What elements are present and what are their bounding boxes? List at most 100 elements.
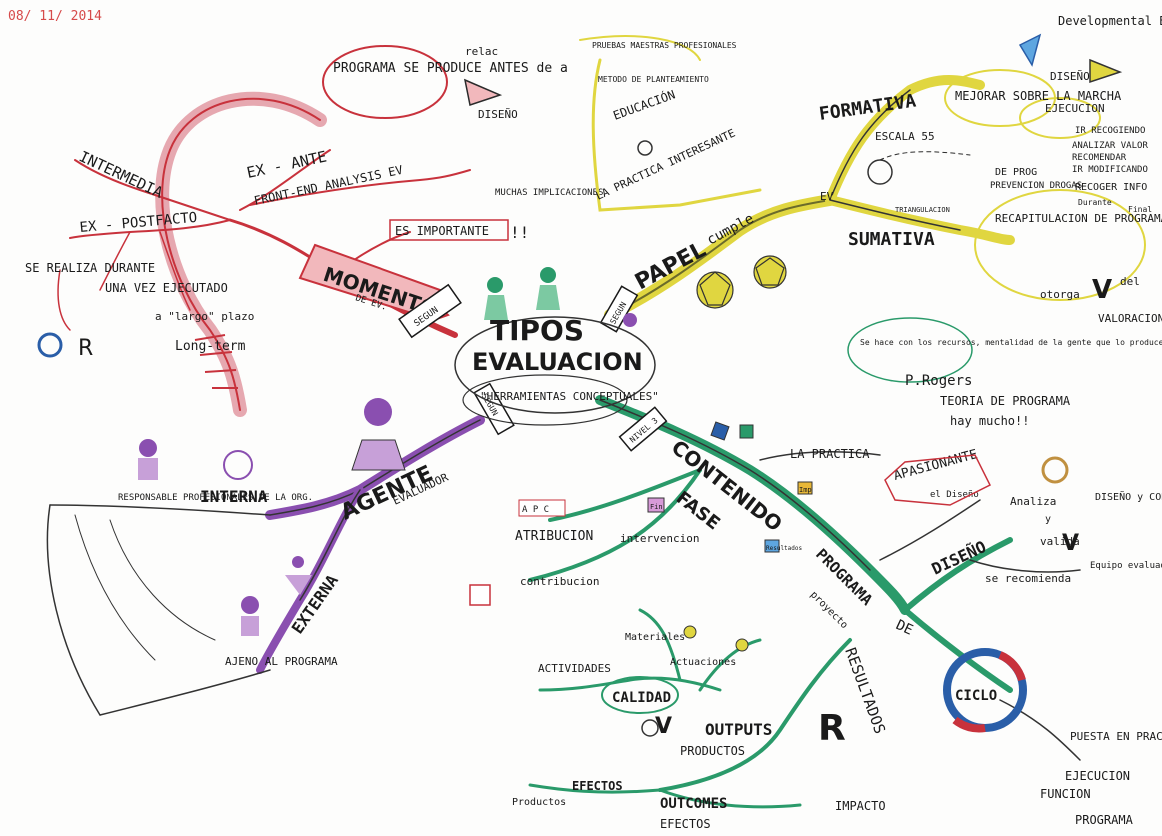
r-letter: R: [78, 336, 93, 361]
es-importante-box: [389, 219, 509, 241]
exclaim: !!: [510, 223, 529, 242]
programa-note: PROGRAMA SE PRODUCE ANTES de a: [333, 61, 568, 76]
apasionante-cloud: [884, 454, 992, 506]
ciclo-icon: [943, 648, 1027, 733]
ejecucion-contenido: EJECUCION: [1065, 769, 1130, 783]
se-recomienda: se recomienda: [985, 572, 1071, 585]
responsable: RESPONSABLE PROFESIONALES DE LA ORG.: [118, 493, 313, 503]
proyecto: proyecto: [808, 589, 850, 631]
programa-funcion: PROGRAMA: [1075, 813, 1134, 827]
productos-left: Productos: [512, 797, 566, 808]
analizar: ANALIZAR VALOR: [1072, 141, 1148, 151]
final: Final: [1128, 205, 1152, 214]
diseno-conceptual: DISEÑO y CONCEPTUALIZA: [1095, 490, 1162, 503]
atribucion: ATRIBUCION: [515, 529, 593, 544]
magnifier-icon: [1041, 456, 1069, 484]
apc-tag: A P C: [522, 505, 549, 515]
valida: valida: [1040, 535, 1080, 548]
recoger-info: RECOGER INFO: [1075, 182, 1147, 193]
rogers: P.Rogers: [905, 373, 972, 389]
escala: ESCALA 55: [875, 130, 935, 143]
diseno-formativa: DISEÑO: [1050, 70, 1090, 83]
prevencion: PREVENCION DROGAS: [990, 181, 1082, 191]
person-icons: [138, 398, 406, 636]
fase-label: FASE: [672, 487, 724, 534]
fin-tag: Fin: [650, 503, 663, 511]
contribucion: contribucion: [520, 575, 599, 588]
ciclo-label: CICLO: [955, 688, 997, 704]
geodesic-icons: [696, 255, 787, 309]
analiza: Analiza: [1010, 495, 1056, 508]
spiral-icon: [637, 140, 653, 156]
funcion: FUNCION: [1040, 787, 1091, 801]
v-letter-3: V: [655, 714, 672, 739]
sumativa: SUMATIVA: [848, 229, 935, 250]
v-letter: V: [1092, 275, 1112, 305]
teoria: TEORIA DE PROGRAMA: [940, 394, 1071, 408]
el-diseno: el Diseño: [930, 490, 979, 500]
otorga: otorga: [1040, 288, 1080, 301]
educacion: EDUCACIÓN: [611, 86, 677, 122]
materiales: Materiales: [625, 632, 685, 643]
ir-recogiendo: IR RECOGIENDO: [1075, 126, 1145, 136]
v-letter-2: V: [1062, 531, 1079, 556]
branch-momento: [57, 45, 471, 417]
gauge-icon: [867, 159, 893, 185]
mejorar: MEJORAR SOBRE LA MARCHA: [955, 89, 1122, 103]
outputs: OUTPUTS: [705, 720, 772, 739]
hay-mucho: hay mucho!!: [950, 414, 1029, 428]
momento-diseno: DISEÑO: [478, 108, 518, 121]
long-term: Long-term: [175, 339, 246, 354]
resultados: RESULTADOS: [841, 645, 889, 736]
ir-modificando: IR MODIFICANDO: [1072, 165, 1148, 175]
branch-agente: [46, 415, 485, 716]
se-realiza: SE REALIZA DURANTE: [25, 261, 155, 275]
del: del: [1120, 275, 1140, 288]
cr-icon: R: [37, 332, 93, 361]
blue-arrow-icon: [1018, 33, 1042, 67]
lens-icon: [641, 719, 659, 737]
imp-tag: Imp: [799, 486, 812, 494]
equipo: Equipo evaluador de lo que se evalua: [1090, 561, 1162, 571]
pruebas: PRUEBAS MAESTRAS PROFESIONALES: [592, 41, 737, 50]
intervencion: intervencion: [620, 532, 699, 545]
actividades: ACTIVIDADES: [538, 662, 611, 675]
efectos-left: EFECTOS: [572, 779, 623, 793]
center-node: TIPOS EVALUACION "HERRAMIENTAS CONCEPTUA…: [454, 267, 659, 426]
de-label: DE: [893, 617, 915, 639]
contenido-tags: [469, 421, 813, 652]
recomendar: RECOMENDAR: [1072, 153, 1127, 163]
intermedia: INTERMEDIA: [76, 147, 165, 201]
ex-ante: EX - ANTE: [245, 147, 328, 182]
valoracion: VALORACION GLOBAL Y FINAL: [1098, 312, 1162, 325]
r-large: R: [818, 708, 846, 749]
puesta: PUESTA EN PRACTICA: [1070, 730, 1162, 743]
spiral-ticks: [194, 334, 238, 389]
la-practica-contenido: LA PRACTICA: [790, 447, 870, 461]
actuaciones: Actuaciones: [670, 657, 736, 668]
ejecucion-formativa: EJECUCION: [1045, 102, 1105, 115]
una-vez: UNA VEZ EJECUTADO: [105, 281, 228, 295]
triangulacion: TRIANGULACION: [895, 206, 950, 214]
de-prog: DE PROG: [995, 167, 1037, 178]
diseno-triangle: [463, 78, 503, 106]
date-stamp: 08/ 11/ 2014: [8, 9, 102, 24]
se-hace: Se hace con los recursos, mentalidad de …: [860, 338, 1162, 347]
durante: Durante: [1078, 198, 1112, 207]
efectos: EFECTOS: [660, 817, 711, 831]
developmental: Developmental EVALUATION: [1058, 14, 1162, 28]
y-connector: y: [1045, 514, 1051, 525]
productos: PRODUCTOS: [680, 744, 745, 758]
outcomes: OUTCOMES: [660, 796, 727, 812]
branch-contenido: [528, 317, 1081, 809]
interna: INTERNA: [200, 487, 268, 506]
relac: relac: [465, 45, 498, 58]
es-importante: ES IMPORTANTE: [395, 224, 489, 238]
center-title-2: EVALUACION: [472, 348, 643, 376]
resultados-tag: Resultados: [766, 545, 803, 552]
largo-plazo: a "largo" plazo: [155, 310, 254, 323]
ajeno: AJENO AL PROGRAMA: [225, 655, 338, 668]
